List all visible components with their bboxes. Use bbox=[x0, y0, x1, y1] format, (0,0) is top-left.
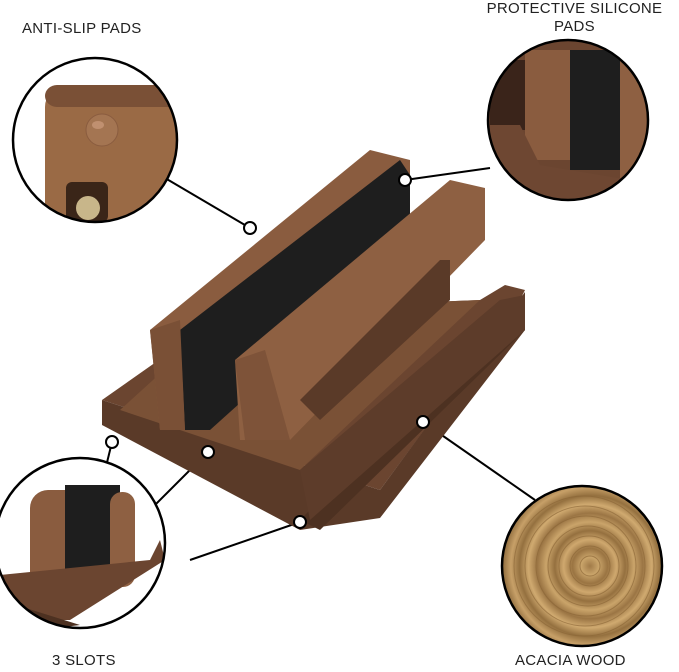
silicone-label-line2: PADS bbox=[554, 18, 595, 35]
slots-detail-circle bbox=[0, 456, 167, 630]
silicone-pads-detail-circle bbox=[486, 38, 650, 202]
acacia-wood-detail-circle bbox=[500, 484, 664, 648]
callout-dots bbox=[105, 173, 430, 529]
protective-silicone-pads-label: PROTECTIVE SILICONE PADS bbox=[470, 0, 679, 36]
silicone-label-line1: PROTECTIVE SILICONE bbox=[486, 0, 663, 17]
three-slots-label: 3 SLOTS bbox=[52, 652, 116, 669]
acacia-wood-label: ACACIA WOOD bbox=[515, 652, 626, 669]
anti-slip-detail-circle bbox=[11, 56, 179, 224]
laptop-stand bbox=[102, 150, 525, 530]
anti-slip-pads-label: ANTI-SLIP PADS bbox=[22, 20, 142, 37]
